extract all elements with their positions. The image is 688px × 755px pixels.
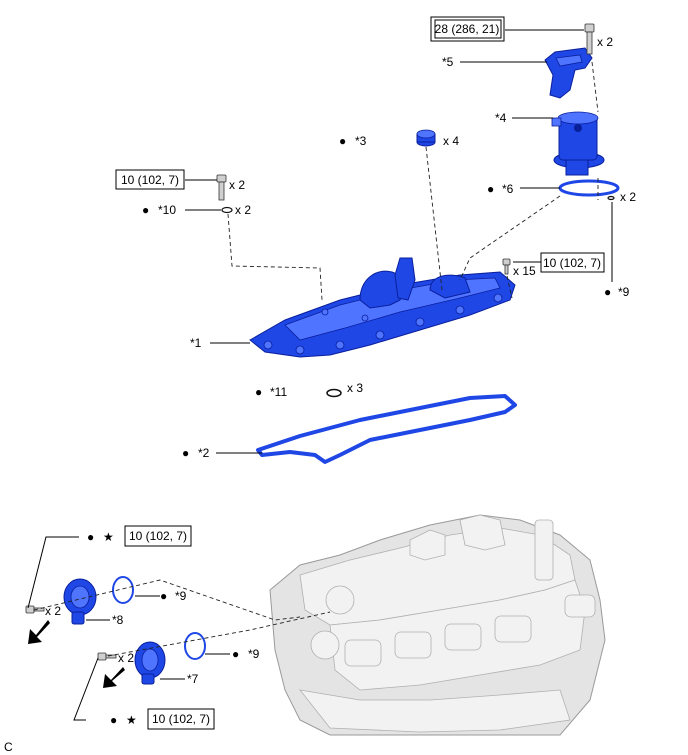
dot-star-b: ● — [110, 713, 117, 727]
fuel-pump-4 — [551, 111, 605, 176]
dot-star-a: ● — [87, 530, 94, 544]
torque-box-5 — [147, 708, 215, 730]
dot-6: ● — [487, 182, 494, 196]
camshaft-sensor-8 — [63, 578, 97, 625]
part-label-2: *2 — [198, 446, 210, 460]
dot-9c: ● — [232, 647, 239, 661]
dot-10: ● — [142, 203, 149, 217]
cover-gasket — [256, 394, 517, 464]
torque-label-3: 10 (102, 7) — [543, 256, 601, 270]
torque-label-5: 10 (102, 7) — [152, 712, 210, 726]
qty-label-1: x 2 — [597, 35, 613, 49]
cylinder-head-cover — [249, 257, 516, 358]
o-ring-9-top — [607, 195, 615, 201]
part-label-10: *10 — [158, 203, 176, 217]
leader-lines — [27, 29, 613, 721]
bracket-5 — [544, 47, 593, 99]
dot-9a: ● — [604, 285, 611, 299]
qty-label-4: x 2 — [235, 203, 251, 217]
plug-3 — [416, 129, 436, 147]
camshaft-sensor-7 — [134, 641, 166, 685]
o-ring-6 — [558, 179, 620, 197]
part-label-7: *7 — [187, 672, 199, 686]
arrow-b — [103, 667, 125, 688]
qty-label-9: x 2 — [118, 651, 134, 665]
corner-code: C — [4, 740, 13, 754]
bolt-lower-b — [97, 652, 117, 661]
qty-label-2: x 4 — [443, 134, 459, 148]
part-label-4: *4 — [495, 111, 507, 125]
o-ring-9-b — [184, 632, 206, 660]
qty-label-7: x 3 — [347, 381, 363, 395]
dot-11: ● — [255, 385, 262, 399]
torque-box-4 — [124, 525, 192, 547]
part-label-8: *8 — [112, 613, 124, 627]
guide-lines — [33, 61, 599, 657]
torque-box-3 — [540, 252, 605, 273]
dot-3: ● — [339, 134, 346, 148]
arrow-a — [28, 620, 50, 644]
part-label-9b: *9 — [175, 589, 187, 603]
washer-10 — [221, 206, 233, 214]
part-label-9c: *9 — [248, 647, 260, 661]
qty-label-3: x 2 — [229, 178, 245, 192]
torque-label-2: 10 (102, 7) — [121, 173, 179, 187]
part-label-9a: *9 — [618, 285, 630, 299]
part-label-5: *5 — [442, 55, 454, 69]
dot-9b: ● — [160, 589, 167, 603]
qty-label-8: x 2 — [45, 604, 61, 618]
part-label-1: *1 — [190, 336, 202, 350]
dot-2: ● — [182, 446, 189, 460]
star-a: ★ — [103, 530, 114, 544]
bolt-10-left — [216, 174, 227, 201]
gasket-11 — [326, 388, 342, 398]
engine-block — [269, 514, 606, 736]
torque-label-4: 10 (102, 7) — [129, 529, 187, 543]
part-label-6: *6 — [502, 182, 514, 196]
qty-label-6: x 15 — [513, 264, 536, 278]
torque-box-1-inner — [434, 19, 502, 39]
qty-label-5: x 2 — [620, 190, 636, 204]
part-label-3: *3 — [355, 134, 367, 148]
part-label-11: *11 — [270, 385, 287, 399]
torque-label-1: 28 (286, 21) — [435, 22, 500, 36]
bolt-28 — [584, 23, 595, 55]
torque-box-2 — [115, 169, 185, 190]
bolt-10-right — [502, 258, 511, 275]
o-ring-9-a — [112, 576, 134, 604]
star-b: ★ — [126, 713, 137, 727]
